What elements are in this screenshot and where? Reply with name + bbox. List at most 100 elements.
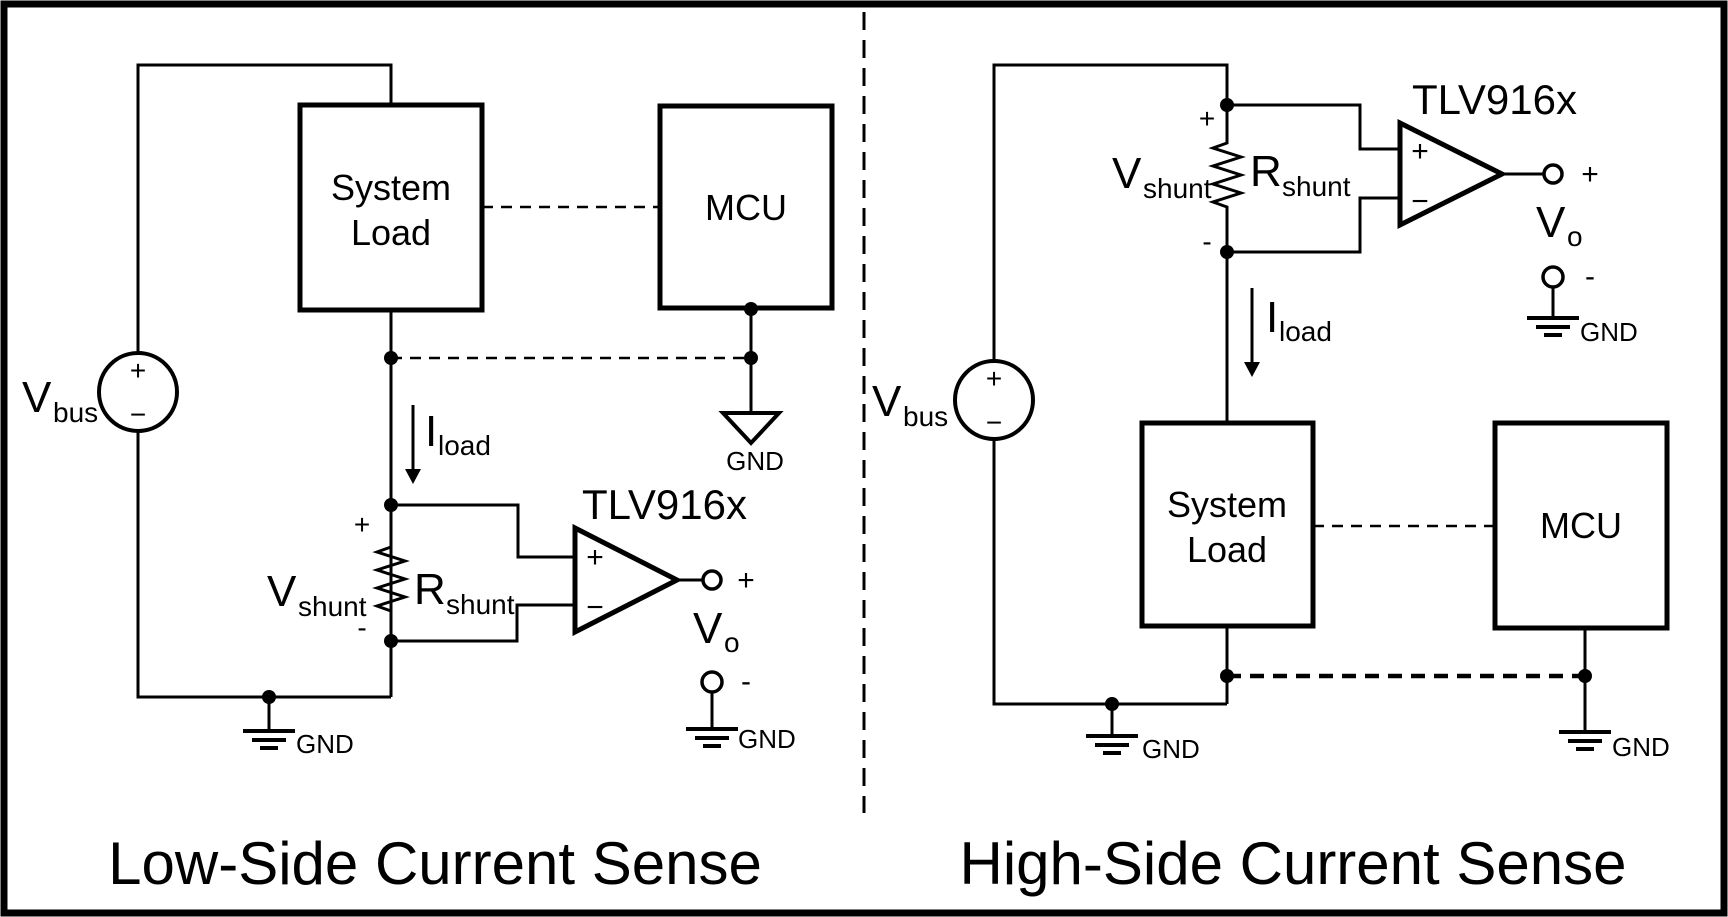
mcu-label: MCU xyxy=(1540,505,1622,546)
high-side-wires xyxy=(992,63,1587,732)
iload-arrowhead-icon xyxy=(405,469,421,484)
vout-label-subscript: o xyxy=(724,627,740,658)
ground-sense-right-node xyxy=(1578,669,1592,683)
vout-terminal-icon xyxy=(701,569,723,591)
source-minus-sign: − xyxy=(130,399,146,430)
vout-reference-terminal-icon xyxy=(700,670,724,694)
shunt-bottom-node xyxy=(1220,245,1234,259)
ground-sense-left-node xyxy=(1220,669,1234,683)
shunt-minus-sign: - xyxy=(1202,226,1211,257)
vout-ground-icon xyxy=(686,727,738,748)
resistor-zigzag-icon xyxy=(1208,105,1246,252)
shunt-top-node xyxy=(384,498,398,512)
vbus-label-subscript: bus xyxy=(53,397,98,428)
vout-terminal-icon xyxy=(1542,163,1564,185)
vout-reference-terminal-icon xyxy=(1541,265,1565,289)
iload-arrowhead-icon xyxy=(1244,362,1260,377)
rail-ground-group: GND xyxy=(1086,697,1200,764)
high-side-panel: + − V bus + - V shunt R shunt + − TLV916… xyxy=(872,63,1670,897)
rshunt-label: R xyxy=(1250,147,1282,196)
mcu-gnd-label: GND xyxy=(726,446,784,476)
mcu-block: MCU GND xyxy=(1492,420,1670,762)
vbus-to-load-wire xyxy=(136,63,393,353)
rail-ground-icon xyxy=(243,729,295,750)
opamp-inverting-sign: − xyxy=(1411,185,1429,218)
opamp-inverting-sign: − xyxy=(586,591,604,624)
vshunt-label-subscript: shunt xyxy=(298,591,367,622)
opamp-triangle-icon xyxy=(1397,118,1508,230)
vshunt-label: V xyxy=(267,567,297,616)
voltage-source-icon xyxy=(97,351,179,433)
iload-annotation: I load xyxy=(405,405,491,484)
iload-label: I xyxy=(1266,293,1278,342)
rshunt-label-subscript: shunt xyxy=(446,589,515,620)
opamp-triangle-icon xyxy=(572,523,683,637)
opamp-part-number: TLV916x xyxy=(582,481,747,528)
vbus-source: + − V bus xyxy=(872,359,1035,441)
opamp-noninverting-sign: + xyxy=(586,541,604,574)
rshunt-label: R xyxy=(414,565,446,614)
system-load-label-line1: System xyxy=(331,167,451,208)
shunt-resistor-group: + - V shunt R shunt xyxy=(1112,98,1351,259)
system-load-label-line1: System xyxy=(1167,484,1287,525)
low-side-panel: + − V bus System Load MCU GND I load xyxy=(22,63,835,897)
mcu-ground-triangle-icon xyxy=(718,411,784,446)
resistor-zigzag-icon xyxy=(372,545,410,613)
output-terminal-group: + V o - GND xyxy=(1527,158,1638,347)
system-load-block: System Load xyxy=(297,102,485,313)
rail-gnd-label: GND xyxy=(296,729,354,759)
source-plus-sign: + xyxy=(130,355,146,386)
vout-ground-icon xyxy=(1527,316,1579,337)
voltage-source-icon xyxy=(953,359,1035,441)
shunt-bottom-node xyxy=(384,634,398,648)
ground-rail-wire xyxy=(992,439,1227,706)
mcu-block: MCU GND xyxy=(657,103,835,476)
vout-plus-sign: + xyxy=(737,564,755,597)
source-plus-sign: + xyxy=(986,363,1002,394)
low-side-title: Low-Side Current Sense xyxy=(108,830,762,897)
rail-ground-icon xyxy=(1086,734,1138,755)
system-load-label-line2: Load xyxy=(1187,529,1267,570)
ground-rail-wire xyxy=(136,431,391,699)
mcu-bottom-node xyxy=(744,302,758,316)
vout-label: V xyxy=(1536,198,1566,247)
vshunt-label: V xyxy=(1112,149,1142,198)
vbus-label: V xyxy=(872,377,902,426)
opamp-group: + − TLV916x xyxy=(1397,76,1577,230)
rail-gnd-label: GND xyxy=(1142,734,1200,764)
system-load-box xyxy=(297,102,485,313)
sense-dashed-left-node xyxy=(384,351,398,365)
vbus-source: + − V bus xyxy=(22,351,179,433)
shunt-minus-sign: - xyxy=(357,612,366,643)
mcu-label: MCU xyxy=(705,187,787,228)
sense-dashed-right-node xyxy=(744,351,758,365)
vout-label: V xyxy=(693,604,723,653)
rail-ground-group: GND xyxy=(243,690,354,759)
vbus-label: V xyxy=(22,373,52,422)
rshunt-label-subscript: shunt xyxy=(1282,171,1351,202)
iload-label: I xyxy=(425,407,437,456)
vout-label-subscript: o xyxy=(1567,221,1583,252)
output-terminal-group: + V o - GND xyxy=(686,564,796,754)
opamp-minus-input-wire xyxy=(1227,196,1400,254)
opamp-noninverting-sign: + xyxy=(1411,135,1429,168)
iload-label-subscript: load xyxy=(1279,316,1332,347)
mcu-box xyxy=(657,103,835,311)
opamp-part-number: TLV916x xyxy=(1412,76,1577,123)
opamp-plus-input-wire xyxy=(1227,103,1400,151)
system-load-box xyxy=(1139,420,1316,629)
vbus-to-shunt-wire xyxy=(992,63,1229,361)
shunt-top-node xyxy=(1220,98,1234,112)
shunt-plus-sign: + xyxy=(1199,103,1215,134)
shunt-plus-sign: + xyxy=(354,509,370,540)
opamp-plus-input-wire xyxy=(391,503,575,559)
vout-minus-sign: - xyxy=(741,665,751,698)
opamp-minus-input-wire xyxy=(391,603,575,643)
system-load-label-line2: Load xyxy=(351,212,431,253)
mcu-box xyxy=(1492,420,1670,631)
mcu-ground-icon xyxy=(1559,730,1611,751)
vbus-label-subscript: bus xyxy=(903,401,948,432)
vout-minus-sign: - xyxy=(1585,260,1595,293)
